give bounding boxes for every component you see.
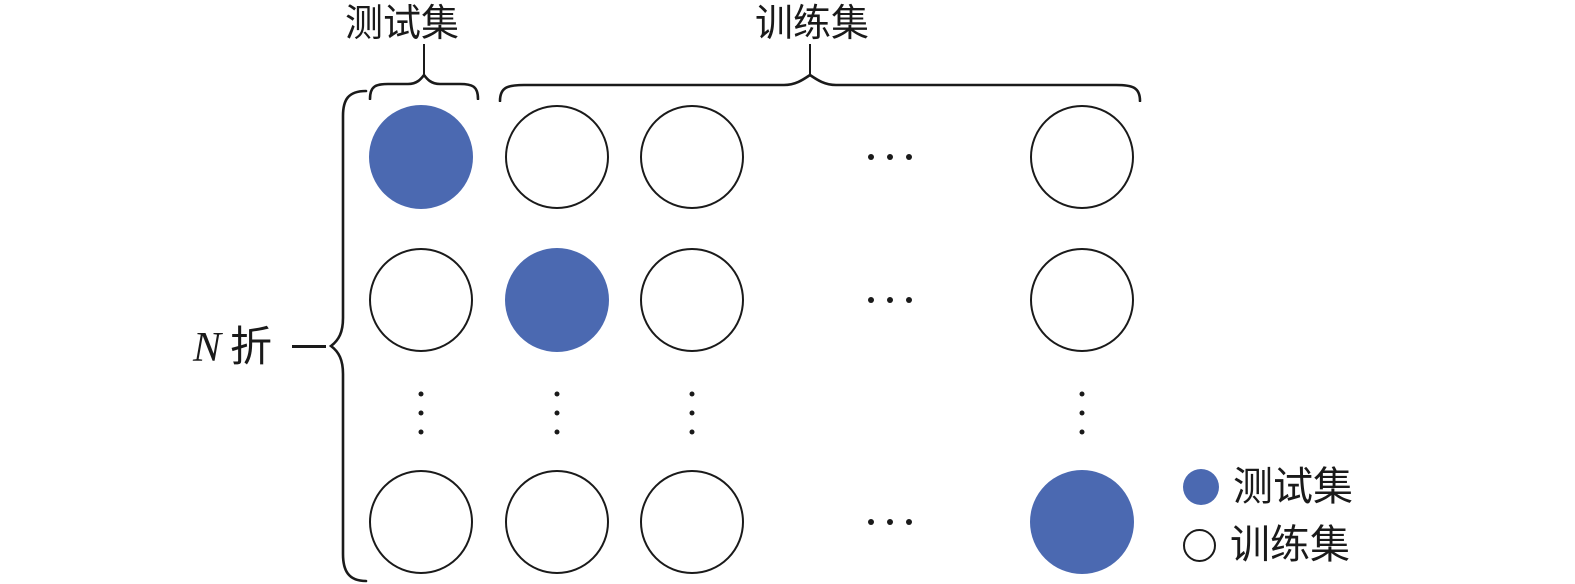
ellipsis-dot [906,297,912,303]
train-set-circle [369,248,473,352]
vertical-ellipsis [1079,391,1085,435]
legend: 测试集 训练集 [1183,462,1353,570]
horizontal-ellipsis [868,519,912,525]
ellipsis-dot [868,297,874,303]
train-set-circle [505,105,609,209]
ellipsis-dot [887,154,893,160]
legend-item-test: 测试集 [1183,462,1353,512]
test-set-circle [505,248,609,352]
ellipsis-dot [689,391,695,397]
legend-label-train: 训练集 [1230,522,1350,567]
ellipsis-dot [887,519,893,525]
train-set-circle [505,470,609,574]
ellipsis-dot [868,519,874,525]
train-set-circle [1030,248,1134,352]
fold-word: 折 [229,325,272,371]
ellipsis-dot [554,410,560,416]
test-set-brace [368,72,480,100]
ellipsis-dot [1079,429,1085,435]
vertical-ellipsis [418,391,424,435]
train-set-circle [640,248,744,352]
test-set-legend-icon [1183,469,1219,505]
horizontal-ellipsis [868,297,912,303]
ellipsis-dot [1079,410,1085,416]
n-variable: N [192,325,221,371]
horizontal-ellipsis [868,154,912,160]
train-set-circle [640,470,744,574]
ellipsis-dot [418,429,424,435]
train-set-brace [498,73,1142,102]
test-set-top-label: 测试集 [344,3,459,45]
legend-label-test: 测试集 [1233,464,1353,509]
train-set-circle [1030,105,1134,209]
train-set-top-label: 训练集 [754,3,869,45]
ellipsis-dot [418,410,424,416]
train-label-tick-line [809,44,811,74]
vertical-ellipsis [554,391,560,435]
test-set-circle [369,105,473,209]
test-set-circle [1030,470,1134,574]
vertical-ellipsis [689,391,695,435]
legend-item-train: 训练集 [1183,520,1353,570]
train-set-circle [640,105,744,209]
ellipsis-dot [887,297,893,303]
ellipsis-dot [689,429,695,435]
test-label-tick-line [423,44,425,74]
ellipsis-dot [554,391,560,397]
n-fold-brace [328,89,368,583]
ellipsis-dot [868,154,874,160]
ellipsis-dot [906,519,912,525]
train-set-circle [369,470,473,574]
ellipsis-dot [1079,391,1085,397]
ellipsis-dot [689,410,695,416]
ellipsis-dot [554,429,560,435]
n-fold-tick-line [292,345,326,348]
ellipsis-dot [906,154,912,160]
train-set-legend-icon [1183,528,1216,562]
ellipsis-dot [418,391,424,397]
